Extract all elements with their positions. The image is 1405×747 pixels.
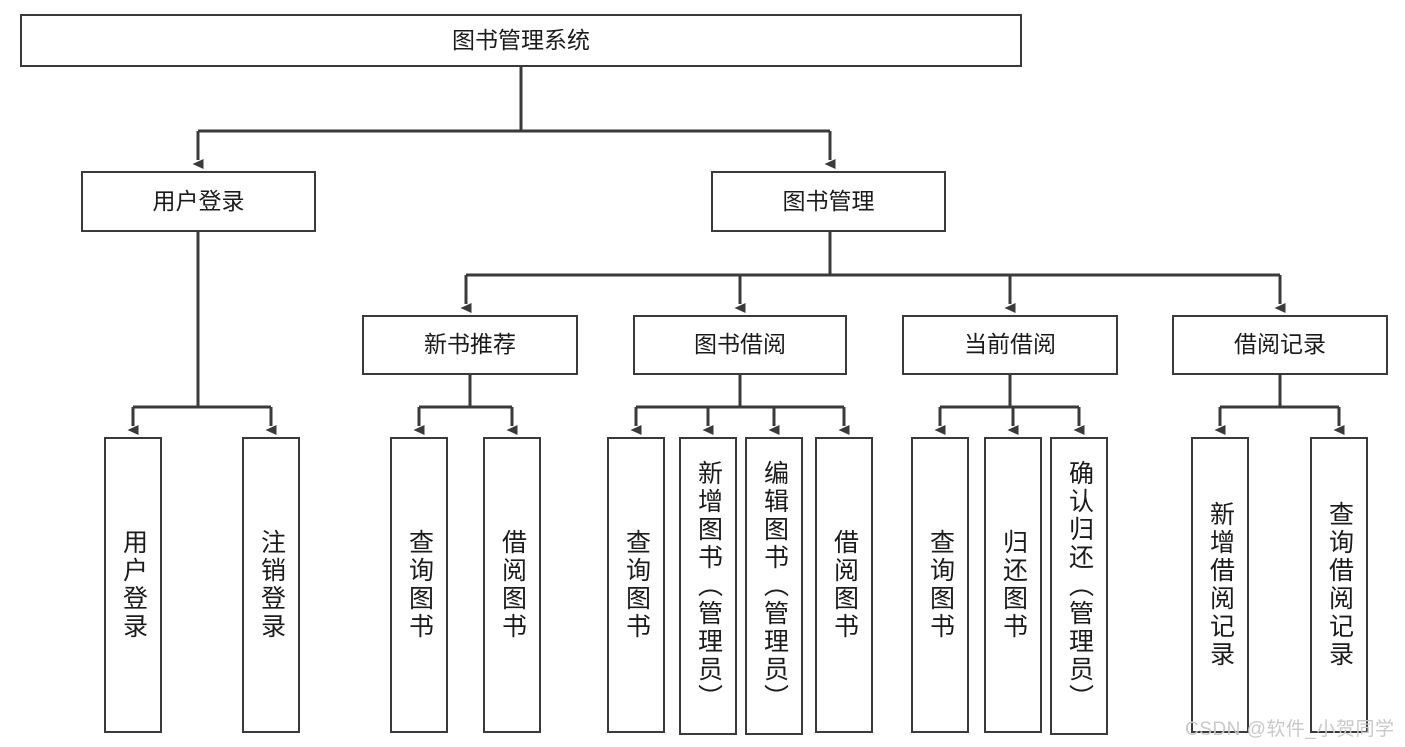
node-label: 图书借阅	[694, 331, 786, 358]
node-label: 图书管理系统	[452, 26, 590, 53]
node-borrow-record[interactable]: 借阅记录	[1172, 315, 1388, 375]
node-label: 注销登录	[257, 529, 286, 641]
node-leaf-confirm-return[interactable]: 确认归还（管理员）	[1050, 437, 1108, 735]
node-label: 借阅记录	[1234, 331, 1326, 358]
node-label: 查询图书	[926, 529, 955, 641]
node-user-login[interactable]: 用户登录	[81, 171, 316, 232]
node-label: 编辑图书（管理员）	[760, 460, 789, 712]
node-leaf-borrow-book-1[interactable]: 借阅图书	[483, 437, 541, 733]
node-book-manage[interactable]: 图书管理	[711, 171, 946, 232]
node-leaf-return-book[interactable]: 归还图书	[984, 437, 1042, 733]
node-leaf-query-book-1[interactable]: 查询图书	[390, 437, 448, 733]
node-leaf-borrow-book-2[interactable]: 借阅图书	[815, 437, 873, 733]
node-label: 新增图书（管理员）	[694, 460, 723, 712]
node-label: 当前借阅	[964, 331, 1056, 358]
node-book-borrow[interactable]: 图书借阅	[633, 315, 847, 375]
node-leaf-query-book-3[interactable]: 查询图书	[911, 437, 969, 733]
node-leaf-query-record[interactable]: 查询借阅记录	[1310, 437, 1368, 733]
node-root-system[interactable]: 图书管理系统	[20, 14, 1022, 67]
node-label: 查询图书	[405, 529, 434, 641]
node-label: 确认归还（管理员）	[1065, 460, 1094, 712]
node-leaf-edit-book[interactable]: 编辑图书（管理员）	[745, 437, 803, 735]
node-label: 查询图书	[622, 529, 651, 641]
node-label: 新书推荐	[424, 331, 516, 358]
node-label: 用户登录	[152, 187, 245, 214]
node-label: 图书管理	[782, 187, 875, 214]
node-label: 查询借阅记录	[1325, 501, 1354, 669]
node-leaf-user-login[interactable]: 用户登录	[104, 437, 162, 733]
node-label: 借阅图书	[498, 529, 527, 641]
node-leaf-logout[interactable]: 注销登录	[242, 437, 300, 733]
node-label: 归还图书	[999, 529, 1028, 641]
node-leaf-query-book-2[interactable]: 查询图书	[607, 437, 665, 733]
node-label: 用户登录	[119, 529, 148, 641]
node-current-borrow[interactable]: 当前借阅	[902, 315, 1118, 375]
watermark-credit: CSDN @软件_小贺同学	[1185, 719, 1395, 740]
node-leaf-add-record[interactable]: 新增借阅记录	[1191, 437, 1249, 733]
node-label: 新增借阅记录	[1206, 501, 1235, 669]
node-label: 借阅图书	[830, 529, 859, 641]
node-new-book-recommend[interactable]: 新书推荐	[362, 315, 578, 375]
node-leaf-add-book[interactable]: 新增图书（管理员）	[679, 437, 737, 735]
